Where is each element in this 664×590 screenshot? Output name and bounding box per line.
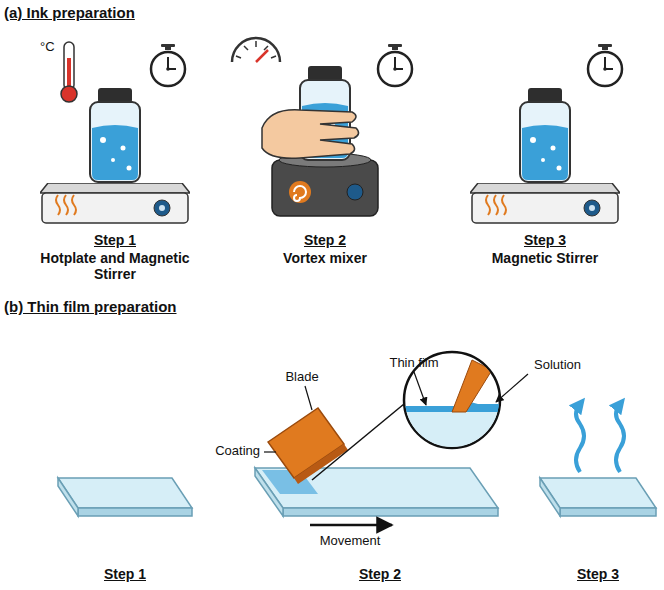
step-label: Step 3 [524,232,566,248]
step-label: Step 1 [94,232,136,248]
section-heading: (a) Ink preparation [4,4,135,21]
part-label: Coating [215,444,260,459]
unit-label: °C [40,40,55,55]
step-description: Vortex mixer [283,250,367,266]
step-label: Step 3 [577,566,619,582]
step-label: Step 2 [304,232,346,248]
step-label: Step 1 [104,566,146,582]
part-label: Thin film [389,356,438,371]
part-label: Blade [285,370,318,385]
section-heading: (b) Thin film preparation [4,298,177,315]
step-description: Magnetic Stirrer [492,250,599,266]
step-description: Hotplate and Magnetic Stirrer [25,250,205,282]
step-label: Step 2 [359,566,401,582]
part-label: Solution [534,358,581,373]
part-label: Movement [320,534,381,549]
